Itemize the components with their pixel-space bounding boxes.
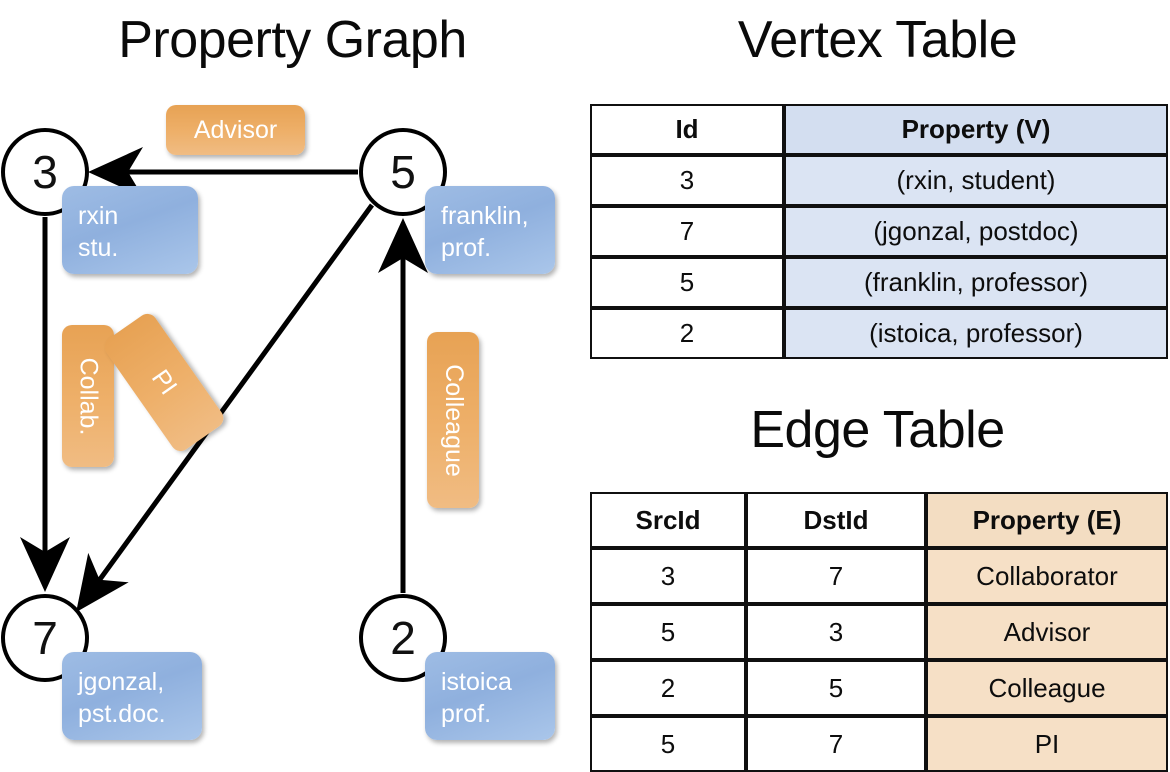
edge-cell-srcid: 3 [590, 548, 746, 604]
edge-cell-property: PI [926, 716, 1168, 772]
edge-table-header-dstid: DstId [746, 492, 926, 548]
vertex-cell-id: 2 [590, 308, 784, 359]
vertex-cell-id: 7 [590, 206, 784, 257]
vertex-cell-id: 5 [590, 257, 784, 308]
edge-label-text: Collab. [74, 357, 103, 435]
vertex-cell-property: (rxin, student) [784, 155, 1168, 206]
edge-table-header-property: Property (E) [926, 492, 1168, 548]
edge-cell-property: Collaborator [926, 548, 1168, 604]
vertex-cell-property: (istoica, professor) [784, 308, 1168, 359]
vertex-table: Id Property (V) 3 (rxin, student) 7 (jgo… [590, 104, 1168, 359]
edge-label-colleague[interactable]: Colleague [427, 332, 479, 508]
edge-cell-srcid: 5 [590, 716, 746, 772]
edge-table: SrcId DstId Property (E) 3 7 Collaborato… [590, 492, 1168, 772]
edge-cell-dstid: 5 [746, 660, 926, 716]
edge-cell-dstid: 7 [746, 716, 926, 772]
vertex-property-box-5[interactable]: franklin, prof. [425, 186, 555, 274]
edge-label-text: Colleague [439, 363, 468, 477]
table-row[interactable]: 2 (istoica, professor) [590, 308, 1168, 359]
vertex-property-box-2[interactable]: istoica prof. [425, 652, 555, 740]
vertex-property-line2: pst.doc. [78, 700, 166, 728]
property-graph-diagram: 3 5 7 2 rxin stu. franklin, prof. jgonza… [0, 0, 585, 760]
table-row[interactable]: 2 5 Colleague [590, 660, 1168, 716]
vertex-table-header-id: Id [590, 104, 784, 155]
edge-cell-srcid: 5 [590, 604, 746, 660]
edge-label-text: PI [146, 364, 183, 400]
vertex-property-line1: rxin [78, 202, 119, 230]
page-title-edge-table: Edge Table [750, 401, 1005, 459]
graph-node-2[interactable]: 2 [359, 594, 447, 682]
vertex-property-line1: istoica [441, 668, 512, 696]
page-title-vertex-table: Vertex Table [737, 11, 1018, 69]
vertex-table-header-row: Id Property (V) [590, 104, 1168, 155]
edge-table-header-row: SrcId DstId Property (E) [590, 492, 1168, 548]
vertex-table-header-property: Property (V) [784, 104, 1168, 155]
vertex-cell-property: (franklin, professor) [784, 257, 1168, 308]
vertex-property-line2: stu. [78, 234, 119, 262]
edge-cell-dstid: 7 [746, 548, 926, 604]
edge-cell-property: Colleague [926, 660, 1168, 716]
vertex-property-box-7[interactable]: jgonzal, pst.doc. [62, 652, 202, 740]
table-row[interactable]: 5 7 PI [590, 716, 1168, 772]
vertex-property-line2: prof. [441, 700, 492, 728]
graph-node-5[interactable]: 5 [359, 128, 447, 216]
vertex-cell-property: (jgonzal, postdoc) [784, 206, 1168, 257]
edge-label-text: Advisor [193, 115, 278, 144]
vertex-cell-id: 3 [590, 155, 784, 206]
page-title-property-graph: Property Graph [118, 11, 467, 69]
vertex-property-line2: prof. [441, 234, 492, 262]
edge-table-header-srcid: SrcId [590, 492, 746, 548]
edge-cell-srcid: 2 [590, 660, 746, 716]
table-row[interactable]: 7 (jgonzal, postdoc) [590, 206, 1168, 257]
table-row[interactable]: 3 (rxin, student) [590, 155, 1168, 206]
graph-edge-lines [20, 147, 428, 613]
table-row[interactable]: 5 3 Advisor [590, 604, 1168, 660]
vertex-property-box-3[interactable]: rxin stu. [62, 186, 198, 274]
vertex-property-line1: franklin, [441, 202, 529, 230]
edge-cell-property: Advisor [926, 604, 1168, 660]
vertex-property-line1: jgonzal, [78, 668, 165, 696]
table-row[interactable]: 5 (franklin, professor) [590, 257, 1168, 308]
table-row[interactable]: 3 7 Collaborator [590, 548, 1168, 604]
edge-label-advisor[interactable]: Advisor [166, 105, 305, 155]
edge-cell-dstid: 3 [746, 604, 926, 660]
edge-line-5-to-7 [76, 203, 375, 613]
